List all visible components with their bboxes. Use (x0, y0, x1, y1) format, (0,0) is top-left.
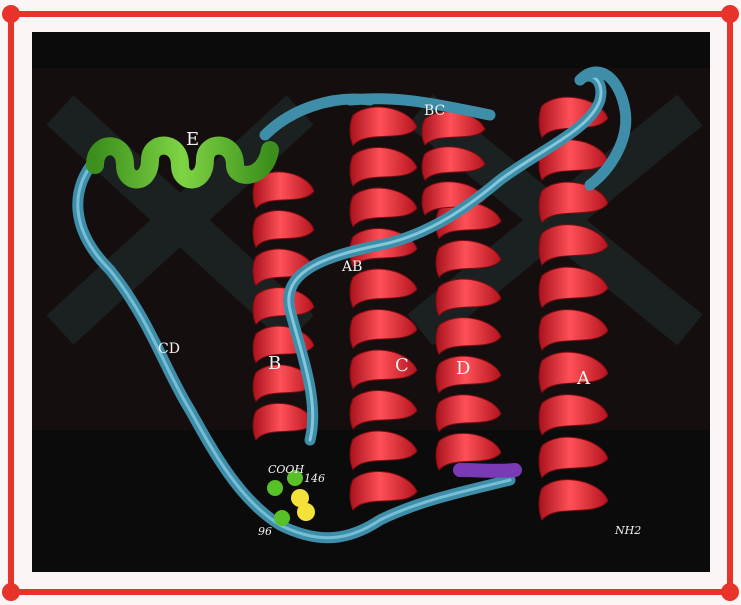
frame-corner-dot (721, 5, 739, 23)
frame-corner-dot (721, 583, 739, 601)
label-nh2: NH2 (614, 524, 641, 537)
frame-corner-dot (2, 5, 20, 23)
label-helix-e: E (186, 129, 199, 150)
loop-d-end (460, 470, 515, 471)
label-cooh: COOH (268, 463, 304, 476)
label-loop-bc: BC (424, 103, 445, 119)
label-helix-b: B (268, 353, 281, 374)
label-residue-146: 146 (304, 472, 325, 485)
label-helix-d: D (456, 358, 470, 379)
label-helix-a: A (576, 368, 591, 389)
label-helix-c: C (395, 355, 409, 376)
label-loop-ab: AB (341, 259, 362, 275)
frame-corner-dot (2, 583, 20, 601)
label-loop-cd: CD (158, 341, 180, 357)
label-residue-96: 96 (258, 525, 272, 538)
